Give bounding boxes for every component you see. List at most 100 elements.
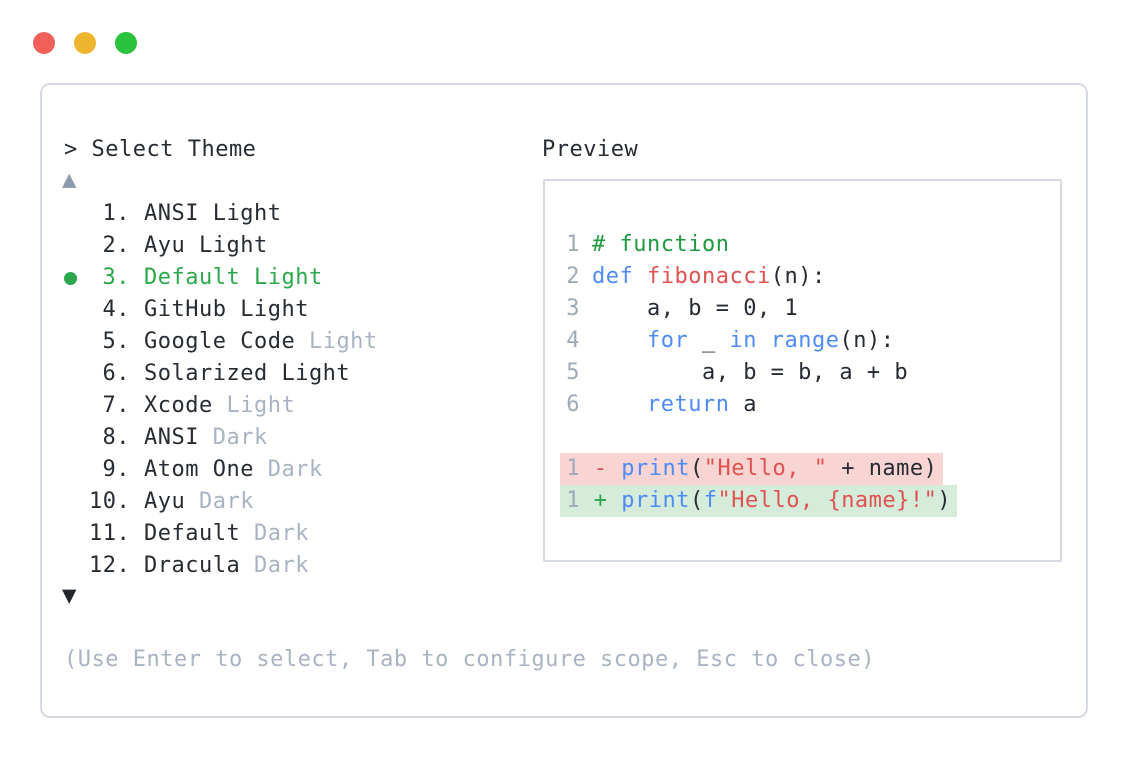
code-line: 4 for _ in range(n):	[545, 325, 1060, 357]
code-token: (n):	[770, 264, 826, 289]
line-number: 1	[566, 456, 580, 481]
code-token: for	[646, 328, 689, 353]
theme-number: 8.	[102, 425, 130, 450]
theme-number: 11.	[89, 521, 131, 546]
zoom-window-button[interactable]	[115, 32, 137, 54]
code-token: "Hello, "	[703, 456, 828, 481]
code-line: 1 # function	[545, 229, 1060, 261]
code-line: 3 a, b = 0, 1	[545, 293, 1060, 325]
theme-name: ANSI Light	[144, 201, 282, 226]
code-token: +	[580, 488, 622, 513]
theme-variant: Light	[295, 329, 378, 354]
theme-name: Ayu Dark	[144, 489, 254, 514]
code-token: print	[621, 488, 690, 513]
close-window-button[interactable]	[33, 32, 55, 54]
scroll-down-icon[interactable]: ▼	[62, 581, 77, 609]
theme-name: Default Light	[144, 265, 323, 290]
minimize-window-button[interactable]	[74, 32, 96, 54]
code-token: a, b = b, a + b	[592, 360, 909, 385]
theme-option-ayu-light[interactable]: 2. Ayu Light	[42, 230, 562, 262]
line-number: 1	[566, 488, 580, 513]
theme-variant: Dark	[185, 489, 254, 514]
code-token: (n):	[839, 328, 895, 353]
line-number: 4	[566, 328, 580, 353]
code-token: in	[729, 328, 757, 353]
theme-name: Xcode Light	[144, 393, 296, 418]
selected-indicator-icon	[64, 272, 77, 285]
code-token: "Hello, {name}!"	[717, 488, 938, 513]
theme-option-dracula[interactable]: 12. Dracula Dark	[42, 550, 562, 582]
theme-number: 9.	[102, 457, 130, 482]
line-number: 3	[566, 296, 580, 321]
code-token: fibonacci	[647, 264, 771, 289]
theme-number: 10.	[89, 489, 131, 514]
scroll-up-icon[interactable]: ▲	[62, 165, 77, 193]
code-token: # function	[592, 232, 730, 257]
theme-option-ansi[interactable]: 8. ANSI Dark	[42, 422, 562, 454]
code-token: + name)	[827, 456, 938, 481]
code-token: (	[689, 456, 704, 481]
line-number: 5	[566, 360, 580, 385]
theme-name: ANSI Dark	[144, 425, 268, 450]
code-token: (	[689, 488, 704, 513]
code-token: def	[592, 264, 634, 289]
line-number: 2	[566, 264, 580, 289]
theme-number: 7.	[102, 393, 130, 418]
theme-variant: Dark	[253, 457, 323, 482]
theme-option-ansi-light[interactable]: 1. ANSI Light	[42, 198, 562, 230]
theme-number: 2.	[102, 233, 130, 258]
theme-name: Ayu Light	[144, 233, 268, 258]
theme-number: 5.	[102, 329, 130, 354]
theme-name: Solarized Light	[144, 361, 351, 386]
line-number: 1	[566, 232, 580, 257]
theme-variant: Dark	[198, 425, 268, 450]
theme-name: Default Dark	[144, 521, 309, 546]
theme-number: 4.	[102, 297, 130, 322]
theme-name: Atom One Dark	[144, 457, 323, 482]
theme-option-ayu[interactable]: 10. Ayu Dark	[42, 486, 562, 518]
code-token: print	[621, 456, 690, 481]
code-token: _	[688, 328, 730, 353]
theme-variant: Dark	[240, 553, 309, 578]
line-number: 6	[566, 392, 580, 417]
theme-picker-panel: > Select Theme Preview ▲ 1. ANSI Light 2. A…	[40, 83, 1088, 718]
diff-removed-line: 1 - print("Hello, " + name)	[545, 453, 1060, 485]
code-line: 2 def fibonacci(n):	[545, 261, 1060, 293]
theme-option-github-light[interactable]: 4. GitHub Light	[42, 294, 562, 326]
theme-option-default[interactable]: 11. Default Dark	[42, 518, 562, 550]
code-token	[757, 328, 771, 353]
code-line: 6 return a	[545, 389, 1060, 421]
window-controls	[33, 32, 137, 54]
code-token: a, b = 0, 1	[592, 296, 799, 321]
theme-option-xcode[interactable]: 7. Xcode Light	[42, 390, 562, 422]
code-token	[633, 264, 647, 289]
theme-option-default-light[interactable]: 3.Default Light	[42, 262, 562, 294]
theme-variant: Dark	[240, 521, 309, 546]
code-line: 5 a, b = b, a + b	[545, 357, 1060, 389]
theme-number: 12.	[89, 553, 131, 578]
theme-name: GitHub Light	[144, 297, 309, 322]
select-theme-prompt: > Select Theme	[64, 137, 257, 162]
code-token: range	[770, 328, 840, 353]
theme-name: Dracula Dark	[144, 553, 309, 578]
code-token: a	[729, 392, 757, 417]
theme-number: 1.	[102, 201, 130, 226]
code-token: )	[937, 488, 952, 513]
theme-name: Google Code Light	[144, 329, 378, 354]
theme-option-atom-one[interactable]: 9. Atom One Dark	[42, 454, 562, 486]
diff-added-line: 1 + print(f"Hello, {name}!")	[545, 485, 1060, 517]
keyboard-hint: (Use Enter to select, Tab to configure s…	[64, 647, 875, 672]
theme-option-google-code[interactable]: 5. Google Code Light	[42, 326, 562, 358]
code-line	[545, 421, 1060, 453]
code-token	[592, 392, 647, 417]
code-token: f	[703, 488, 718, 513]
preview-title: Preview	[542, 137, 639, 162]
theme-option-solarized-light[interactable]: 6.Solarized Light	[42, 358, 562, 390]
theme-variant: Light	[212, 393, 296, 418]
code-token: -	[580, 456, 622, 481]
code-token	[592, 328, 647, 353]
